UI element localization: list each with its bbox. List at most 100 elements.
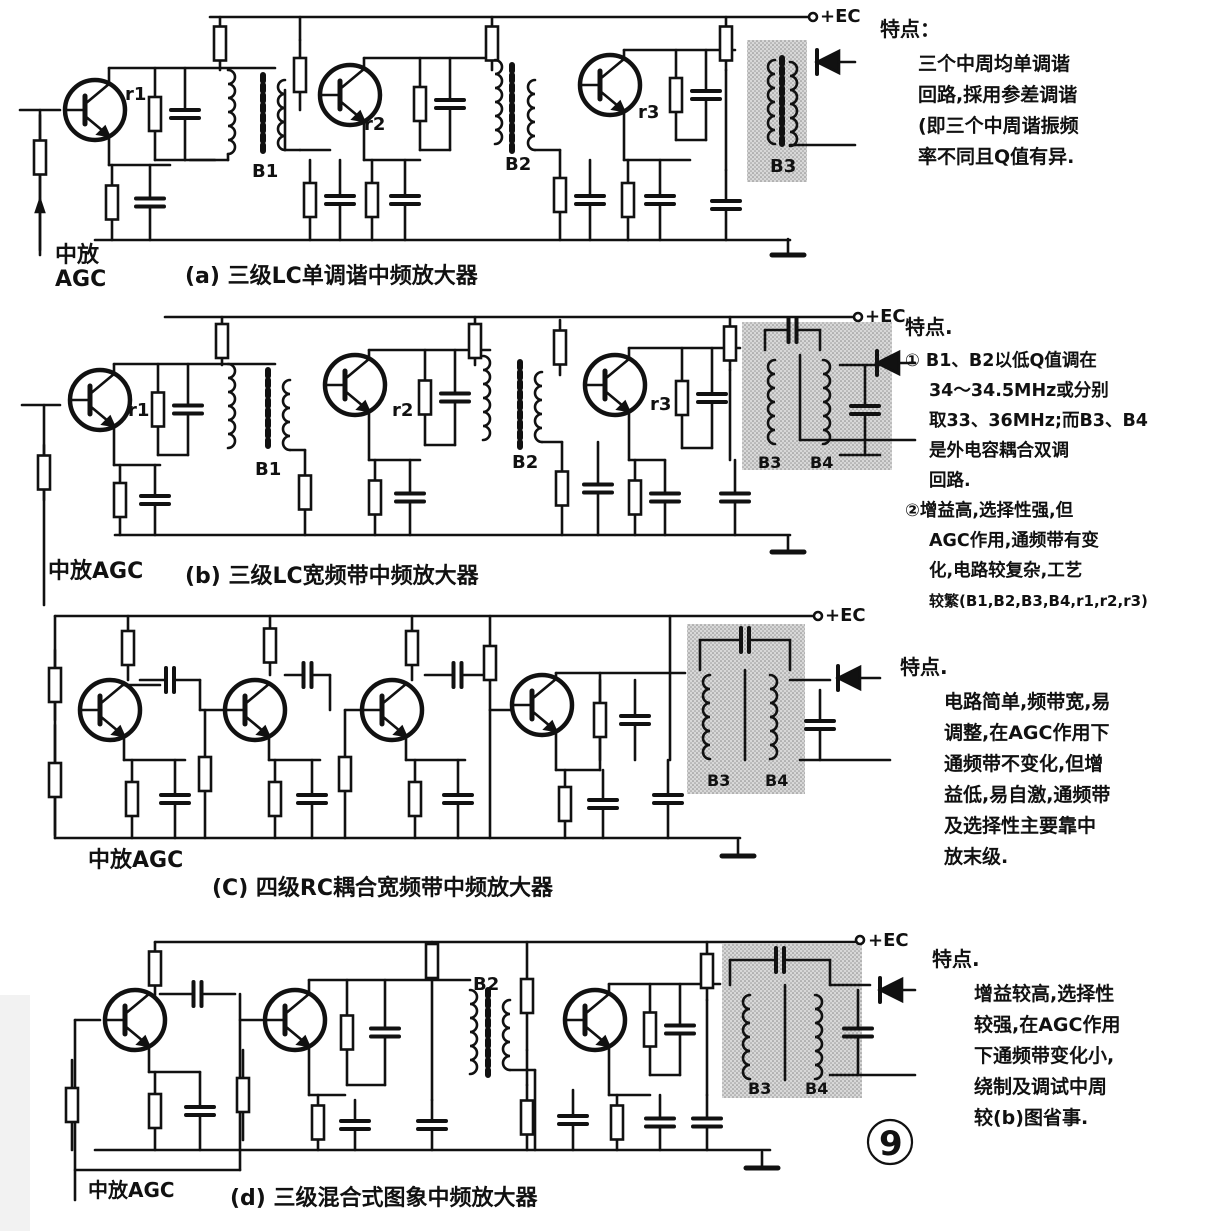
label-r2-a: r2 <box>364 114 385 135</box>
coil-b1-secondary <box>276 78 287 152</box>
resistor <box>112 481 128 519</box>
note-line: 是外电容耦合双调 <box>929 441 1069 461</box>
note-line: AGC作用,通频带有变 <box>929 531 1099 551</box>
label-b2-d: B2 <box>473 974 499 995</box>
note-line: 较(b)图省事. <box>974 1107 1089 1129</box>
transistor-arrow <box>135 1034 152 1048</box>
resistor <box>235 1076 251 1114</box>
coil-b1-secondary <box>281 378 292 452</box>
bias-resistor <box>32 139 48 176</box>
caption-c: (C) 四级RC耦合宽频带中频放大器 <box>212 875 554 901</box>
notes-body-a: 三个中周均单调谐 回路,採用参差调谐 (即三个中周谐振频 率不同且Q值有异. <box>880 49 1079 173</box>
coil-b2-primary <box>468 988 479 1076</box>
note-line: 较强,在AGC作用 <box>974 1014 1121 1036</box>
note-line: 回路. <box>929 471 971 491</box>
r2-resistor <box>412 85 428 123</box>
supply-label-a: +EC <box>820 6 861 27</box>
note-line: 益低,易自激,通频带 <box>944 784 1111 806</box>
transistor-arrow <box>350 109 367 123</box>
transistor-arrow <box>392 724 409 738</box>
resistor <box>302 181 318 219</box>
coil-b3 <box>766 358 777 446</box>
supply-terminal <box>812 610 824 622</box>
transistor-arrow <box>615 399 632 413</box>
coil-b2-secondary <box>533 370 544 444</box>
coil-b3 <box>701 673 712 761</box>
resistor <box>292 56 308 94</box>
supply-label-d: +EC <box>868 930 909 951</box>
resistor <box>609 1104 625 1141</box>
label-r1-b: r1 <box>128 400 149 421</box>
resistor <box>124 780 140 818</box>
resistor <box>620 181 636 219</box>
note-line: (即三个中周谐振频 <box>918 115 1079 137</box>
resistor <box>484 25 500 62</box>
supply-label-c: +EC <box>825 605 866 626</box>
coil-b3 <box>766 58 777 146</box>
notes-title-b: 特点. <box>905 315 953 339</box>
r3-resistor <box>674 379 690 417</box>
resistor <box>718 25 734 62</box>
transistor-collector <box>98 682 126 706</box>
label-b3-b: B3 <box>758 453 781 472</box>
note-line: 三个中周均单调谐 <box>918 53 1071 75</box>
note-line: 放末级. <box>944 846 1009 868</box>
transistor-collector <box>380 682 408 706</box>
note-line: 增益较高,选择性 <box>974 983 1115 1005</box>
resistor <box>467 322 483 360</box>
r3-resistor <box>668 76 684 114</box>
transistor-arrow <box>110 724 127 738</box>
transistor-collector <box>123 992 151 1016</box>
resistor <box>337 755 353 793</box>
resistor <box>699 952 715 990</box>
notes-panel-a: 特点： 三个中周均单调谐 回路,採用参差调谐 (即三个中周谐振频 率不同且Q值有… <box>880 14 1079 173</box>
caption-b: (b) 三级LC宽频带中频放大器 <box>185 563 480 589</box>
transistor-arrow <box>255 724 272 738</box>
coil-b2-secondary <box>501 998 512 1072</box>
note-line: 取33、36MHz;而B3、B4 <box>929 411 1148 431</box>
transistor-collector <box>530 677 558 701</box>
note-line: 回路,採用参差调谐 <box>918 84 1078 106</box>
resistor <box>557 785 573 823</box>
resistor <box>212 25 228 62</box>
coil-b2-primary <box>493 58 504 146</box>
diode <box>814 48 841 76</box>
resistor <box>627 479 643 516</box>
supply-terminal <box>852 311 864 323</box>
resistor <box>120 629 136 667</box>
label-b2-b: B2 <box>512 452 538 473</box>
coil-b4 <box>821 358 832 446</box>
figure-number: 9 <box>879 1124 903 1164</box>
transistor-arrow <box>355 399 372 413</box>
resistor <box>552 176 568 214</box>
note-line: 及选择性主要靠中 <box>944 815 1097 837</box>
scan-edge <box>0 995 30 1231</box>
r1-resistor <box>147 95 163 133</box>
agc-label-a: AGC <box>55 267 106 292</box>
note-line: 绕制及调试中周 <box>974 1076 1108 1098</box>
notes-title-d: 特点. <box>932 947 980 971</box>
label-b1-a: B1 <box>252 161 278 182</box>
transistor-arrow <box>542 719 559 733</box>
label-b3-d: B3 <box>748 1079 771 1098</box>
transistor-collector <box>598 57 626 81</box>
resistor <box>147 1092 163 1130</box>
resistor <box>404 629 420 667</box>
coil-b3-secondary <box>788 60 799 148</box>
agc-label-c: 中放AGC <box>88 847 183 873</box>
supply-terminal <box>854 934 866 946</box>
resistor <box>554 470 570 507</box>
transistor-collector <box>283 992 311 1016</box>
coil-b1-primary <box>226 68 237 156</box>
label-b2-a: B2 <box>505 154 531 175</box>
resistor <box>482 644 498 682</box>
notes-body-c: 电路简单,频带宽,易 调整,在AGC作用下 通频带不变化,但增 益低,易自激,通… <box>900 687 1110 873</box>
notes-title-c: 特点. <box>900 655 948 679</box>
note-line: ②增益高,选择性强,但 <box>905 501 1074 521</box>
coil-b2-secondary <box>526 78 537 152</box>
resistor <box>642 1011 658 1048</box>
transistor-arrow <box>295 1034 312 1048</box>
transistor-collector <box>343 357 371 381</box>
coil-b3 <box>741 993 752 1081</box>
